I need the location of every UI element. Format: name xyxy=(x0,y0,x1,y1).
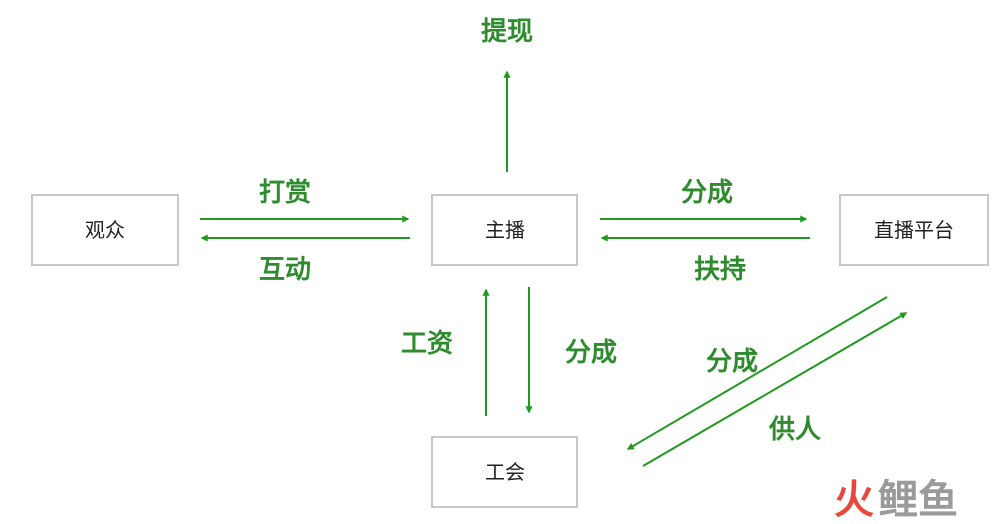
node-viewer: 观众 xyxy=(31,194,179,266)
node-guild: 工会 xyxy=(431,436,578,508)
node-guild-label: 工会 xyxy=(485,460,525,484)
label-interact: 互动 xyxy=(259,255,311,285)
label-share-to-platform: 分成 xyxy=(681,178,733,208)
label-tip: 打赏 xyxy=(259,178,311,208)
watermark-grey-text: 鲤鱼 xyxy=(878,477,958,523)
label-withdraw: 提现 xyxy=(481,17,533,47)
watermark-logo: 火 鲤鱼 xyxy=(834,477,958,523)
arrow-platform-to-guild xyxy=(626,296,888,450)
label-supply-people: 供人 xyxy=(768,415,821,445)
watermark-red-text: 火 xyxy=(834,477,874,523)
node-streamer: 主播 xyxy=(431,194,578,266)
node-platform-label: 直播平台 xyxy=(874,218,954,242)
node-viewer-label: 观众 xyxy=(85,218,125,242)
label-share-platform-guild: 分成 xyxy=(706,347,758,377)
label-support: 扶持 xyxy=(694,255,746,285)
arrow-guild-to-platform xyxy=(642,312,908,467)
node-platform: 直播平台 xyxy=(839,194,989,266)
label-share-to-guild: 分成 xyxy=(565,338,617,368)
label-wages: 工资 xyxy=(401,329,453,359)
node-streamer-label: 主播 xyxy=(485,218,525,242)
